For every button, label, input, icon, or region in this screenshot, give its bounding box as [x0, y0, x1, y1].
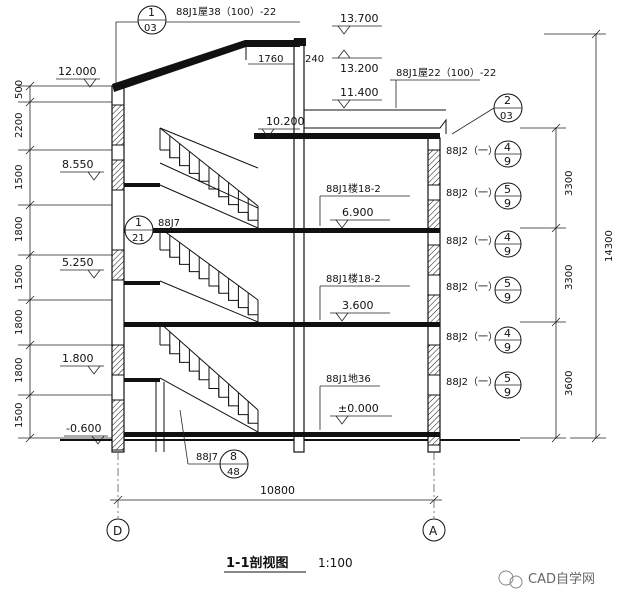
dim-240: 240	[305, 54, 324, 65]
detail-ref-eave-num: 2	[504, 94, 511, 107]
dim-right-3: 3600	[564, 371, 575, 396]
wall-ref-code: 88J2（一）	[446, 235, 498, 247]
drawing-scale: 1:100	[318, 556, 353, 570]
wall-ref-num: 4	[504, 327, 511, 340]
elev-6900: 6.900	[342, 206, 374, 219]
note-stair-a: 88J7	[158, 218, 180, 229]
middle-column	[293, 39, 305, 453]
stair-stringer-0	[159, 184, 259, 229]
axis-d-bubble	[106, 518, 130, 542]
watermark: CAD自学网	[498, 570, 595, 589]
dim-left-8: 1500	[14, 403, 25, 428]
wall-ref-sheet: 9	[504, 386, 511, 399]
wechat-icon	[498, 570, 514, 586]
elev-8550: 8.550	[62, 158, 94, 171]
elev-5250: 5.250	[62, 256, 94, 269]
dim-right-1: 3300	[564, 171, 575, 196]
floor-annotations: 88J1楼18-2 6.900 88J1楼18-2 3.600 88J1地36 …	[124, 182, 410, 479]
stair-roof-slab	[112, 40, 300, 92]
detail-ref-stair-mid-sheet: 21	[132, 233, 145, 244]
stair-stringer-2	[159, 377, 259, 433]
note-roof2: 88J1屋22（100）-22	[396, 67, 496, 79]
dim-left-7: 1800	[14, 358, 25, 383]
wall-ref-num: 5	[504, 183, 511, 196]
note-ground: 88J1地36	[326, 372, 371, 385]
dim-left-1: 500	[14, 80, 25, 99]
dim-left-3: 1500	[14, 165, 25, 190]
detail-ref-stair-bottom-sheet: 48	[227, 467, 240, 478]
axis-a-label: A	[429, 524, 438, 538]
dim-width: 10800	[260, 484, 295, 497]
wall-ref-code: 88J2（一）	[446, 145, 498, 157]
left-elevation-marks: 12.000 8.550 5.250 1.800 -0.600	[56, 65, 108, 445]
wall-ref-num: 4	[504, 141, 511, 154]
left-dimension-chain: 500 2200 1500 1800 1500 1800 1800 1500	[14, 80, 112, 443]
wall-detail-refs: 88J2（一）4988J2（一）5988J2（一）4988J2（一）5988J2…	[446, 140, 522, 399]
wall-ref-num: 5	[504, 277, 511, 290]
floor-slab-1	[124, 432, 440, 437]
stair-return-top-handrail	[159, 127, 259, 169]
elev-1800: 1.800	[62, 352, 94, 365]
building-section	[60, 38, 520, 453]
detail-ref-stair-mid-num: 1	[135, 216, 142, 229]
wall-ref-sheet: 9	[504, 197, 511, 210]
top-annotations: 1 03 88J1屋38（100）-22 1760 240 13.700 13.…	[115, 5, 523, 138]
dim-right-2: 3300	[564, 265, 575, 290]
axis-d-label: D	[113, 524, 122, 538]
detail-ref-stair-bottom-num: 8	[230, 450, 237, 463]
axis-a-bubble	[422, 518, 446, 542]
note-stair-b: 88J7	[196, 452, 218, 463]
wall-ref-sheet: 9	[504, 245, 511, 258]
wall-ref-sheet: 9	[504, 341, 511, 354]
dim-left-2: 2200	[14, 113, 25, 138]
note-floor2: 88J1楼18-2	[326, 272, 381, 285]
elev-10200: 10.200	[266, 115, 305, 128]
note-roof1: 88J1屋38（100）-22	[176, 6, 276, 18]
elev-0000: ±0.000	[338, 402, 379, 415]
stair-flight-top-b-handrail	[159, 162, 259, 209]
floor-slab-3	[124, 228, 440, 233]
note-floor1: 88J1楼18-2	[326, 182, 381, 195]
detail-ref-eave-sheet: 03	[500, 111, 513, 122]
elev-13200: 13.200	[340, 62, 379, 75]
wall-ref-num: 4	[504, 231, 511, 244]
detail-ref-top-num: 1	[148, 6, 155, 19]
wall-ref-code: 88J2（一）	[446, 331, 498, 343]
elev-3600: 3.600	[342, 299, 374, 312]
wall-ref-code: 88J2（一）	[446, 281, 498, 293]
dim-total-height: 14300	[604, 230, 615, 262]
elev-13700: 13.700	[340, 12, 379, 25]
right-dimension-chain: 3300 3300 3600 14300	[520, 29, 615, 443]
main-roof-slab	[254, 133, 440, 139]
stair-flights	[159, 127, 259, 433]
bottom-dimension: 10800 D A	[106, 452, 446, 542]
wall-ref-code: 88J2（一）	[446, 376, 498, 388]
wall-ref-code: 88J2（一）	[446, 187, 498, 199]
elev-minus-0600: -0.600	[66, 422, 101, 435]
elev-11400: 11.400	[340, 86, 379, 99]
dim-1760: 1760	[258, 54, 283, 65]
floor-slab-2	[124, 322, 440, 327]
wall-ref-sheet: 9	[504, 291, 511, 304]
stair-stringer-1	[159, 280, 259, 323]
dim-left-4: 1800	[14, 217, 25, 242]
wall-ref-sheet: 9	[504, 155, 511, 168]
dim-left-6: 1800	[14, 310, 25, 335]
elev-12000: 12.000	[58, 65, 97, 78]
wall-ref-num: 5	[504, 372, 511, 385]
drawing-title: 1-1剖视图	[226, 555, 289, 571]
drawing-title-block: 1-1剖视图 1:100	[224, 555, 353, 573]
watermark-text: CAD自学网	[528, 571, 595, 587]
dim-left-5: 1500	[14, 265, 25, 290]
detail-ref-top-sheet: 03	[144, 23, 157, 34]
